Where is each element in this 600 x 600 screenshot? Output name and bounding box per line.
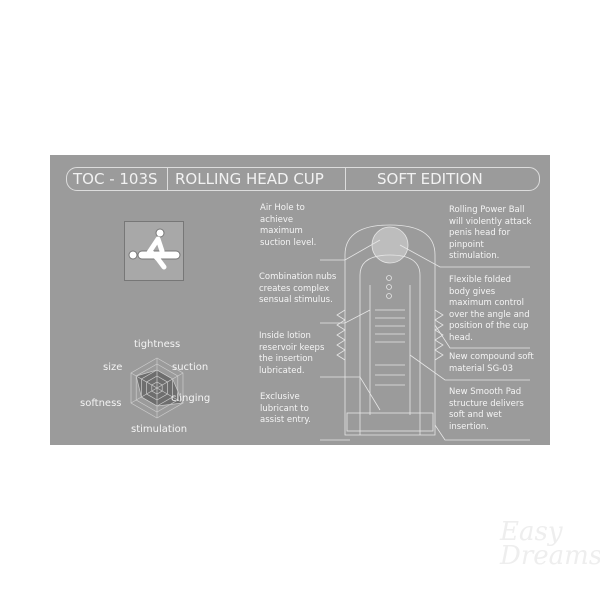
- radar-label-size: size: [103, 362, 123, 373]
- note-power-ball: Rolling Power Ball will violently attack…: [449, 205, 532, 261]
- radar-axis: [156, 372, 184, 389]
- radar-label-tightness: tightness: [134, 339, 181, 350]
- radar-label-suction: suction: [172, 362, 209, 373]
- radar-label-softness: softness: [80, 398, 122, 409]
- radar-axis: [156, 387, 184, 404]
- product-edition: SOFT EDITION: [377, 170, 483, 188]
- note-lotion: Inside lotion reservoir keeps the insert…: [259, 331, 325, 376]
- product-code: TOC - 103S: [73, 170, 158, 188]
- radar-label-stimulation: stimulation: [131, 424, 188, 435]
- note-lubricant: Exclusive lubricant to assist entry.: [260, 392, 311, 425]
- radar-label-clinging: clinging: [171, 393, 211, 404]
- header-bar: TOC - 103S ROLLING HEAD CUP SOFT EDITION: [66, 167, 540, 191]
- product-info-panel: TOC - 103S ROLLING HEAD CUP SOFT EDITION…: [50, 155, 550, 445]
- product-name: ROLLING HEAD CUP: [175, 170, 324, 188]
- radar-chart: [130, 357, 184, 419]
- cup-cross-section-diagram: [320, 224, 530, 441]
- note-smooth-pad: New Smooth Pad structure delivers soft a…: [449, 387, 524, 432]
- note-folded-body: Flexible folded body gives maximum contr…: [449, 275, 530, 343]
- note-air-hole: Air Hole to achieve maximum suction leve…: [260, 203, 317, 248]
- radar-axis: [130, 372, 158, 389]
- note-material: New compound soft material SG-03: [449, 352, 534, 374]
- radar-axis: [130, 387, 158, 404]
- note-nubs: Combination nubs creates complex sensual…: [259, 272, 337, 305]
- position-icon: [124, 221, 184, 281]
